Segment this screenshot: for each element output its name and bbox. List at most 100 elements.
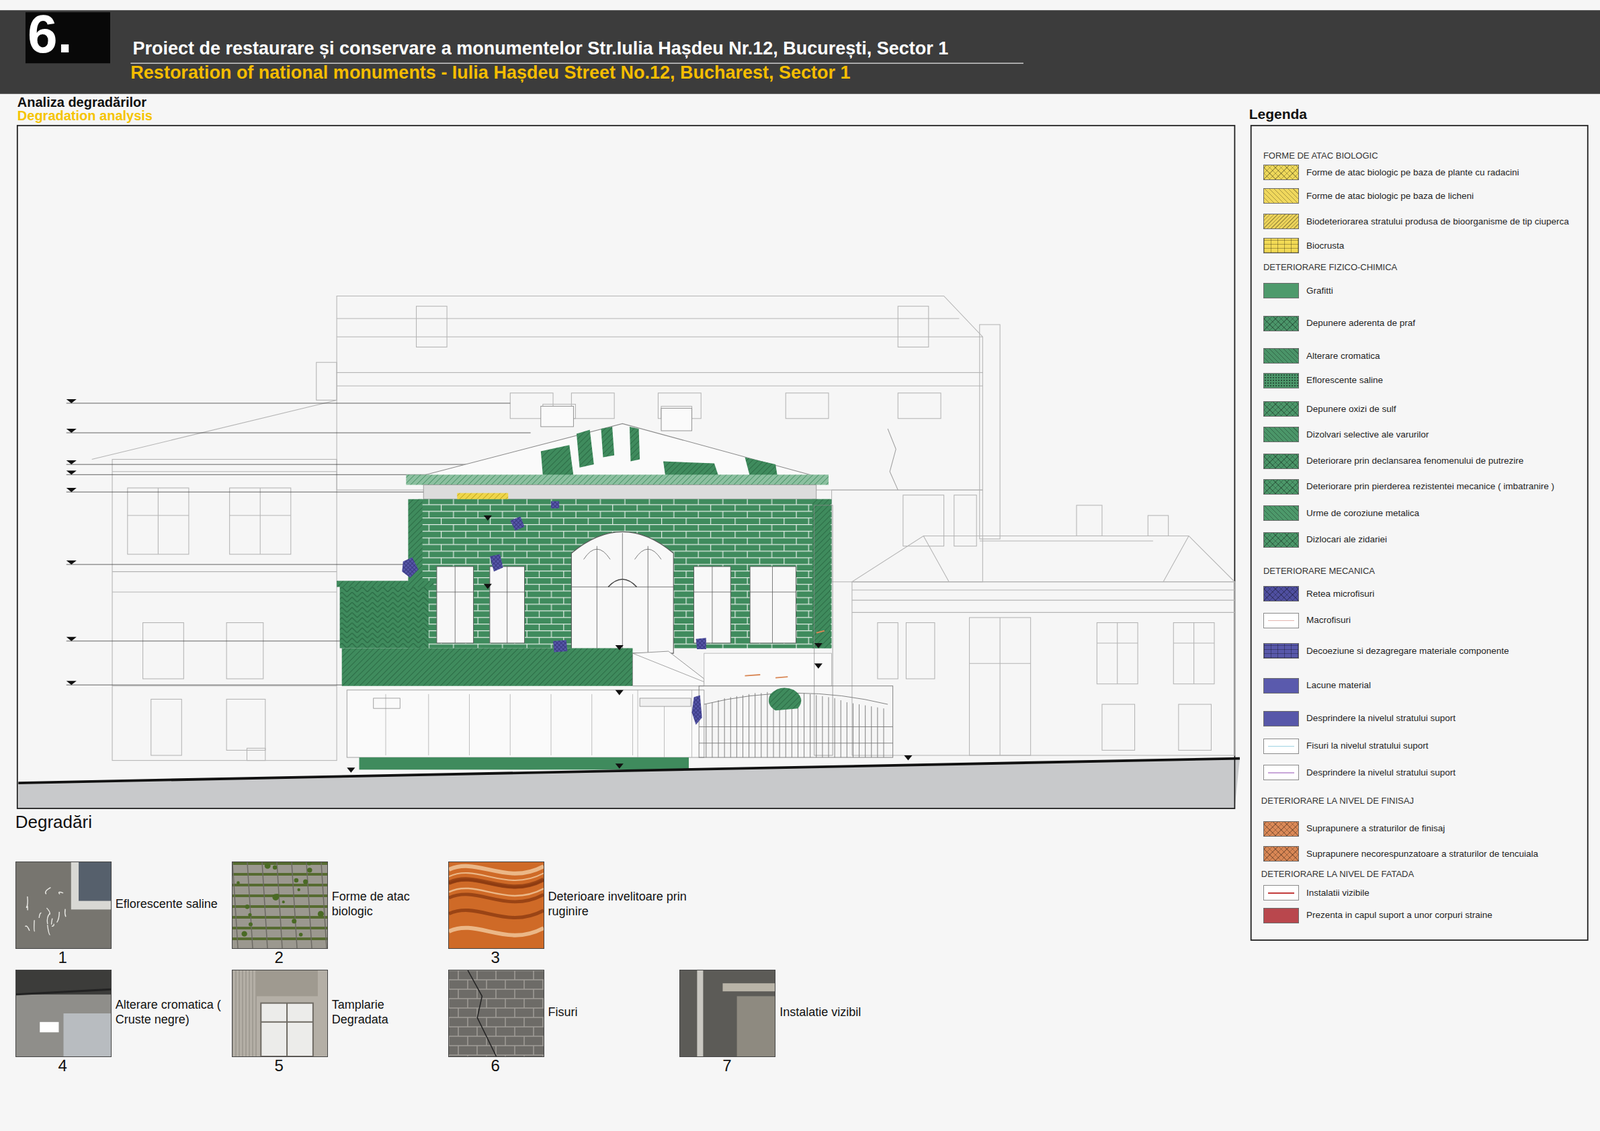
legend-item: Depunere aderenta de praf — [1263, 315, 1586, 332]
drawing-line — [448, 979, 450, 990]
legend-group: DETERIORARE FIZICO-CHIMICA — [1263, 262, 1398, 273]
drawing-line — [542, 1017, 544, 1027]
legend-label: Fisuri la nivelul stratului suport — [1306, 740, 1582, 751]
drawing-line — [504, 1036, 507, 1046]
drawing-line — [495, 970, 497, 980]
drawing-rect — [226, 622, 264, 680]
drawing-path — [489, 554, 504, 572]
drawing-path — [814, 643, 823, 649]
drawing-rect — [336, 372, 983, 490]
drawing-line — [18, 758, 1240, 783]
drawing-path — [58, 891, 64, 894]
drawing-line — [532, 970, 535, 980]
drawing-path — [1096, 622, 1215, 685]
drawing-path — [336, 318, 983, 337]
drawing-line — [514, 989, 516, 999]
drawing-line — [448, 1017, 450, 1027]
legend-item: Instalatii vizibile — [1263, 885, 1586, 901]
drawing-line — [485, 1017, 488, 1027]
legend-label: Biodeteriorarea stratului produsa de bio… — [1306, 216, 1582, 227]
legend-label: Lacune material — [1306, 680, 1582, 691]
drawing-circle — [248, 921, 253, 926]
photo-caption: Deterioare invelitoare prin ruginire — [548, 889, 693, 919]
drawing-rect — [226, 698, 266, 750]
drawing-polygon — [745, 456, 779, 477]
drawing-path — [448, 878, 544, 887]
drawing-line — [66, 402, 511, 404]
drawing-rect — [16, 862, 111, 949]
photo-caption: Alterare cromatica ( Cruste negre) — [115, 997, 244, 1027]
drawing-line — [448, 1035, 544, 1037]
drawing-path — [696, 637, 707, 650]
drawing-circle — [293, 877, 298, 882]
drawing-rect — [16, 970, 111, 1057]
drawing-rect — [905, 622, 935, 680]
drawing-rect — [112, 459, 337, 761]
drawing-line — [457, 970, 459, 980]
photo-image — [15, 861, 112, 949]
drawing-rect — [1178, 704, 1212, 750]
sheet-number: 6. — [27, 7, 73, 62]
drawing-rect — [143, 622, 185, 680]
drawing-line — [504, 998, 507, 1008]
drawing-circle — [281, 900, 285, 904]
drawing-rect — [16, 970, 111, 995]
legend-swatch — [1263, 710, 1299, 727]
drawing-path — [483, 583, 492, 590]
drawing-path — [608, 579, 638, 587]
drawing-line — [448, 998, 450, 1008]
drawing-path — [615, 763, 624, 769]
drawing-rect — [246, 747, 265, 761]
legend-item: Urme de coroziune metalica — [1263, 505, 1586, 521]
photo-tile: Fisuri6 — [448, 969, 623, 1074]
drawing-circle — [274, 893, 279, 898]
drawing-line — [241, 970, 243, 1057]
drawing-line — [448, 1036, 450, 1046]
legend-swatch — [1263, 164, 1299, 181]
drawing-path — [64, 908, 66, 917]
drawing-path — [923, 535, 1189, 582]
drawing-path — [816, 630, 825, 634]
drawing-polygon — [600, 426, 615, 458]
drawing-circle — [241, 930, 247, 937]
drawing-g — [66, 399, 77, 685]
legend-swatch — [1263, 426, 1299, 443]
drawing-line — [542, 1055, 544, 1058]
drawing-line — [532, 989, 535, 999]
legend-item: Deteriorare prin declansarea fenomenului… — [1263, 453, 1586, 470]
drawing-rect — [680, 970, 775, 1057]
drawing-rect — [1251, 125, 1588, 941]
drawing-path — [571, 532, 674, 654]
drawing-rect — [16, 862, 111, 949]
drawing-circle — [297, 887, 300, 891]
drawing-path — [903, 755, 912, 761]
drawing-path — [852, 535, 1235, 582]
drawing-rect — [232, 883, 328, 887]
drawing-path — [852, 590, 1235, 613]
drawing-line — [448, 997, 544, 1000]
drawing-line — [523, 998, 525, 1008]
drawing-rect — [336, 580, 434, 587]
photo-image — [448, 861, 545, 949]
drawing-rect — [232, 948, 328, 949]
legend-item: Deteriorare prin pierderea rezistentei m… — [1263, 479, 1586, 495]
legend-swatch — [1263, 348, 1299, 364]
drawing-rect — [737, 995, 775, 1057]
drawing-path — [66, 470, 77, 475]
drawing-path — [112, 471, 337, 687]
drawing-rect — [17, 125, 1236, 809]
drawing-path — [24, 925, 29, 931]
drawing-rect — [127, 487, 189, 555]
drawing-line — [448, 1016, 544, 1019]
drawing-line — [291, 862, 298, 949]
drawing-path — [632, 651, 704, 687]
photo-caption: Instalatie vizibil — [779, 1005, 914, 1021]
legend-label: Forme de atac biologic pe baza de lichen… — [1306, 190, 1582, 201]
drawing-path — [260, 1002, 314, 1056]
drawing-rect — [232, 970, 328, 1057]
drawing-line — [476, 1045, 478, 1056]
drawing-rect — [448, 970, 544, 1057]
drawing-polygon — [576, 429, 595, 468]
drawing-line — [467, 1017, 469, 1027]
drawing-rect — [260, 1002, 314, 1056]
